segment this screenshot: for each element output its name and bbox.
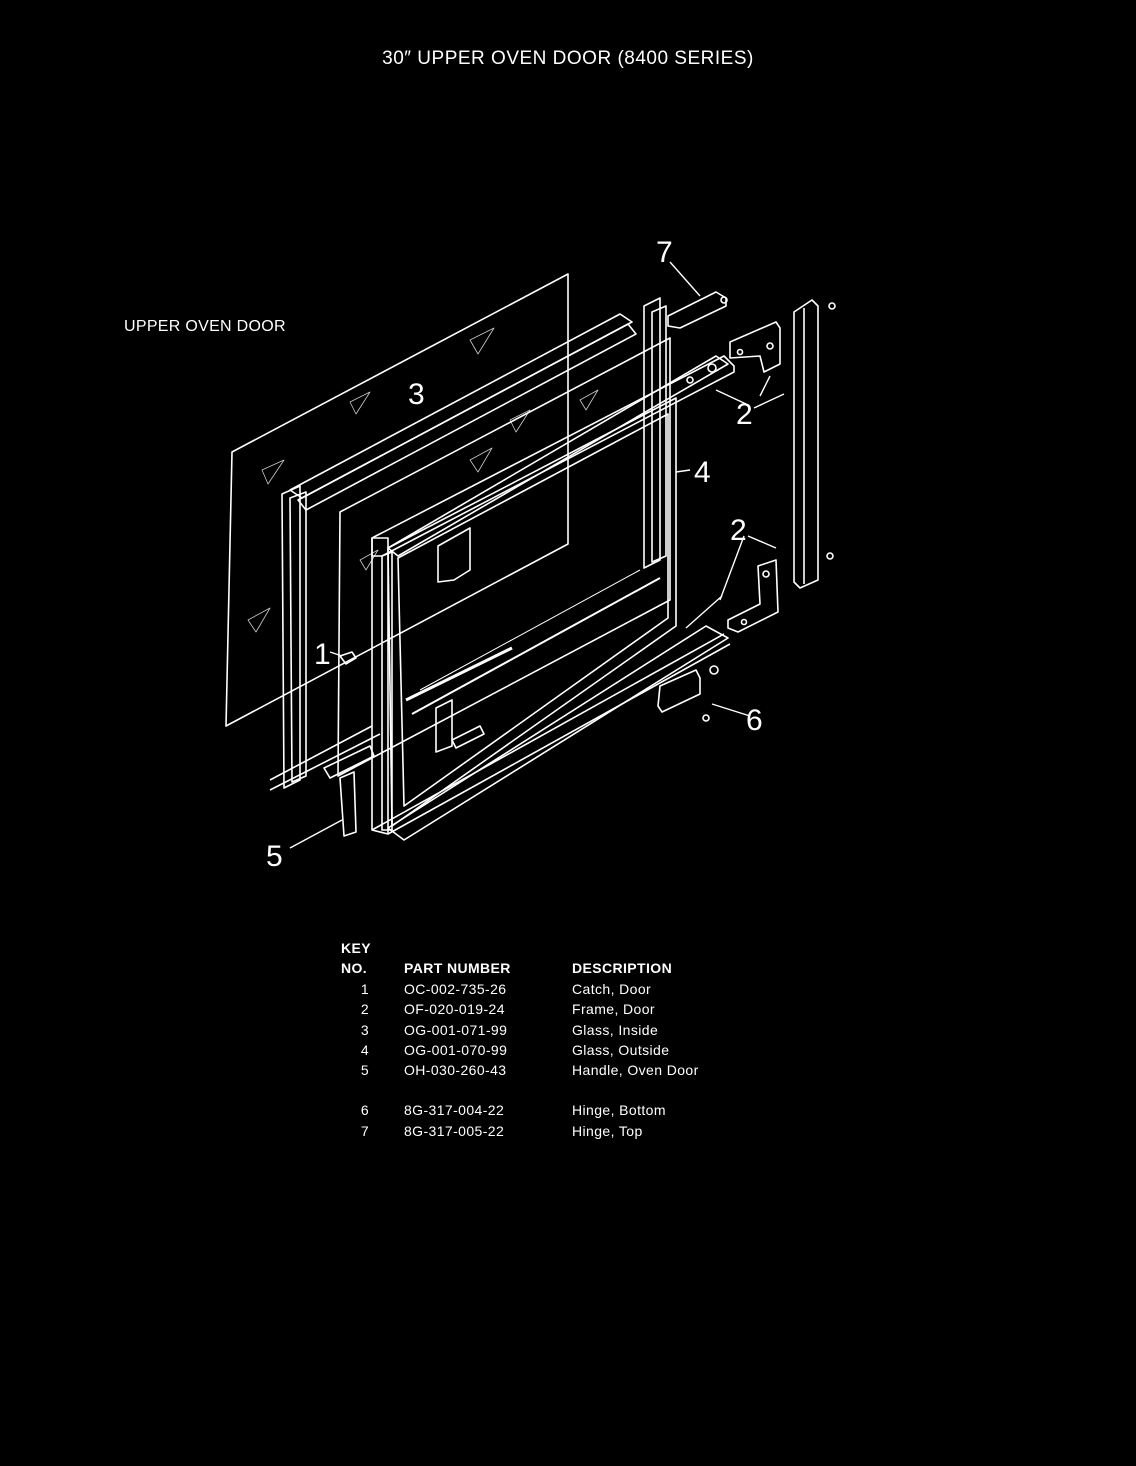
table-row: 1 OC-002-735-26 Catch, Door [341, 981, 761, 1001]
callout-1: 1 [314, 638, 331, 671]
part-number: 8G-317-005-22 [404, 1122, 505, 1139]
callout-2-lower: 2 [730, 514, 747, 547]
section-label: UPPER OVEN DOOR [124, 318, 286, 335]
door-catch [339, 651, 357, 665]
part-number: OH-030-260-43 [404, 1062, 507, 1079]
leader-lines [289, 261, 785, 849]
part-number-header: PART NUMBER [404, 960, 511, 976]
part-description: Glass, Inside [572, 1021, 659, 1038]
callout-2-upper: 2 [736, 398, 753, 431]
key-no: 1 [360, 981, 369, 997]
key-no: 5 [360, 1062, 369, 1079]
hinge-bracket-upper [729, 321, 781, 373]
door-handle [323, 745, 375, 837]
part-number: OC-002-735-26 [404, 981, 507, 997]
key-no: 6 [360, 1102, 369, 1119]
hinge-bracket-lower [727, 559, 779, 633]
top-rail [387, 355, 729, 557]
callout-labels: 7 3 2 4 2 1 6 5 [266, 236, 763, 873]
key-no: 2 [360, 1001, 369, 1018]
exploded-door-diagram: 7 3 2 4 2 1 6 5 [225, 236, 836, 873]
description-header: DESCRIPTION [572, 960, 673, 976]
top-hinge [667, 291, 728, 329]
key-no: 4 [360, 1041, 369, 1058]
part-description: Hinge, Bottom [572, 1102, 666, 1119]
table-row: 7 8G-317-005-22 Hinge, Top [341, 1123, 761, 1143]
page-title: 30″ UPPER OVEN DOOR (8400 SERIES) [382, 48, 754, 69]
callout-3: 3 [408, 378, 425, 411]
side-channel-right [793, 299, 836, 589]
callout-5: 5 [266, 840, 283, 873]
part-description: Catch, Door [572, 981, 652, 997]
table-row: 2 OF-020-019-24 Frame, Door [341, 1001, 761, 1021]
bottom-rail [387, 625, 729, 841]
inner-frame-assembly [269, 313, 637, 791]
part-description: Frame, Door [572, 1001, 655, 1018]
key-no: 3 [360, 1021, 369, 1038]
key-no: 7 [360, 1122, 369, 1139]
part-number: OG-001-071-99 [404, 1021, 508, 1038]
front-door-frame [371, 355, 735, 835]
table-row: 3 OG-001-071-99 Glass, Inside [341, 1022, 761, 1042]
callout-6: 6 [746, 704, 763, 737]
table-row: 6 8G-317-004-22 Hinge, Bottom [341, 1102, 761, 1122]
table-row: 5 OH-030-260-43 Handle, Oven Door [341, 1062, 761, 1082]
callout-4: 4 [694, 456, 711, 489]
glass-panel-back [225, 273, 569, 727]
key-header-line2: NO. [341, 960, 368, 976]
part-description: Hinge, Top [572, 1122, 643, 1139]
bottom-hinge [657, 665, 719, 722]
part-number: OG-001-070-99 [404, 1041, 508, 1058]
callout-7: 7 [656, 236, 673, 269]
part-number: OF-020-019-24 [404, 1001, 505, 1018]
part-number: 8G-317-004-22 [404, 1102, 505, 1119]
glass-panel-middle [337, 337, 671, 777]
part-description: Handle, Oven Door [572, 1062, 699, 1079]
parts-list: 1 OC-002-735-26 Catch, Door 2 OF-020-019… [341, 981, 761, 1143]
key-header-line1: KEY [341, 940, 371, 956]
table-row: 4 OG-001-070-99 Glass, Outside [341, 1042, 761, 1062]
part-description: Glass, Outside [572, 1041, 670, 1058]
side-channel-center [643, 297, 667, 569]
